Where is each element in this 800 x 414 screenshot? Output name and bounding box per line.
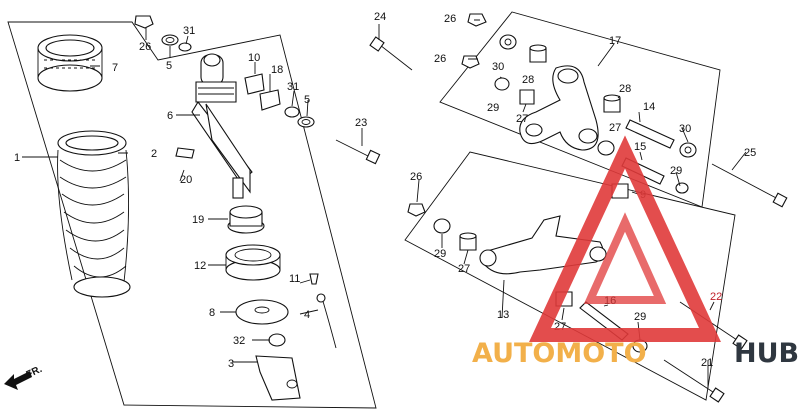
washer-5-right (297, 116, 315, 128)
callout-13: 13 (497, 309, 509, 321)
callout-5-top: 5 (166, 60, 172, 72)
bolt-25 (711, 163, 788, 208)
shock-panel-outline (7, 21, 377, 409)
seal-29-lower-left (433, 218, 451, 234)
callout-27-c: 27 (458, 263, 470, 275)
callout-26-a: 26 (139, 41, 151, 53)
seal-30-left (499, 34, 517, 50)
callout-32: 32 (233, 335, 245, 347)
arrow-icon (4, 371, 32, 390)
bolt-23 (335, 139, 381, 165)
callout-22: 22 (710, 291, 722, 303)
direction-label: FR. (25, 364, 44, 381)
nut-26-lower (407, 203, 426, 217)
callout-29-d: 29 (634, 311, 646, 323)
seal-29-right (675, 182, 689, 194)
shock-arm (519, 65, 599, 151)
bushing-18 (259, 89, 281, 111)
callout-26-d: 26 (410, 171, 422, 183)
seal-31-top (178, 42, 192, 52)
callout-29-c: 29 (434, 248, 446, 260)
bearing-27-lower-left (459, 232, 477, 251)
breather-hose (316, 293, 337, 349)
callout-12: 12 (194, 260, 206, 272)
bearing-27-left (519, 89, 535, 105)
callout-17: 17 (609, 35, 621, 47)
callout-11: 11 (289, 273, 300, 285)
callout-5-right: 5 (304, 94, 310, 106)
coil-spring (57, 130, 131, 298)
callout-31-b: 31 (287, 81, 299, 93)
callout-24: 24 (374, 11, 386, 23)
watermark-text-primary: AUTOMOTO (472, 338, 647, 369)
callout-26-c: 26 (434, 53, 446, 65)
front-direction-arrow: FR. (4, 364, 44, 390)
callout-21: 21 (701, 357, 713, 369)
callout-29-b: 29 (670, 165, 682, 177)
callout-4: 4 (304, 309, 310, 321)
collar-14 (625, 119, 675, 149)
callout-27-a: 27 (516, 113, 528, 125)
arm-panel-outline (404, 151, 736, 401)
bolt-21 (663, 359, 725, 403)
nut-26-top (134, 15, 154, 29)
callout-2: 2 (151, 148, 157, 160)
seal-27-right (597, 140, 615, 156)
callout-30-b: 30 (679, 123, 691, 135)
callout-27-b: 27 (609, 122, 621, 134)
bearing-28-left (529, 44, 547, 63)
shock-absorber (191, 53, 253, 199)
nut-26-mid (461, 55, 480, 69)
callout-23: 23 (355, 117, 367, 129)
watermark-triangle-icon (529, 135, 721, 342)
spring-seat (225, 244, 281, 281)
callout-15: 15 (634, 141, 646, 153)
seal-30-right (679, 142, 697, 158)
callout-29-a: 29 (487, 102, 499, 114)
callout-25: 25 (744, 147, 756, 159)
callout-8: 8 (209, 307, 215, 319)
callout-3: 3 (228, 358, 234, 370)
bump-stopper (227, 205, 265, 234)
callout-31-a: 31 (183, 25, 195, 37)
washer-5-top (161, 34, 179, 46)
callout-19: 19 (192, 214, 204, 226)
label-plate (175, 147, 195, 159)
seal-29-left (494, 77, 510, 91)
collar-10 (244, 73, 265, 95)
watermark-logo: AUTOMOTO HUB (472, 135, 799, 369)
callout-7: 7 (112, 62, 118, 74)
callout-10: 10 (248, 52, 260, 64)
callout-1: 1 (14, 152, 20, 164)
callout-28-b: 28 (619, 83, 631, 95)
spring-retainer-ring (37, 34, 103, 92)
stopper-plate (235, 299, 289, 325)
bearing-28-right (603, 94, 621, 113)
callout-14: 14 (643, 101, 655, 113)
callout-28-a: 28 (522, 74, 534, 86)
seal-31-right (284, 106, 300, 118)
watermark-text-secondary: HUB (734, 338, 799, 369)
callout-18: 18 (271, 64, 283, 76)
lower-bracket (255, 355, 301, 401)
small-bolt (309, 273, 319, 285)
bolt-24 (369, 36, 413, 71)
callout-6: 6 (167, 110, 173, 122)
callout-20: 20 (180, 174, 192, 186)
callout-26-b: 26 (444, 13, 456, 25)
collar-32 (268, 333, 286, 347)
callout-30-a: 30 (492, 61, 504, 73)
